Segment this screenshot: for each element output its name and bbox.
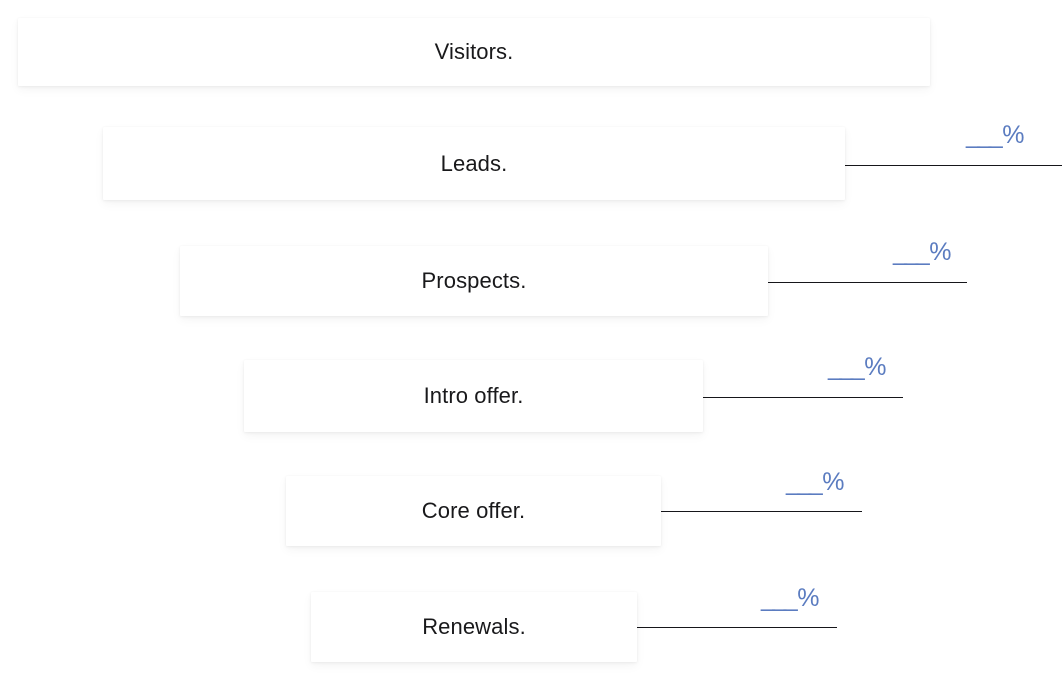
stage-box[interactable]: Prospects. [180,246,768,316]
percent-sign: % [1002,121,1025,149]
stage-box[interactable]: Leads. [103,127,845,200]
stage-leader-line [637,627,837,628]
percent-blank-underscore: ___ [893,238,930,266]
percent-blank-underscore: ___ [828,353,865,381]
stage-box[interactable]: Renewals. [311,592,637,662]
stage-leader-line [703,397,903,398]
percent-sign: % [797,584,820,612]
stage-label: Leads. [440,150,508,176]
percent-sign: % [822,468,845,496]
percent-sign: % [864,353,887,381]
conversion-percent-blank[interactable]: ___% [828,355,886,380]
percent-blank-underscore: ___ [966,121,1003,149]
percent-blank-underscore: ___ [786,468,823,496]
stage-box[interactable]: Core offer. [286,476,661,546]
stage-label: Core offer. [421,498,526,523]
stage-leader-line [845,165,1062,166]
stage-box[interactable]: Visitors. [18,18,930,86]
stage-label: Visitors. [434,39,514,64]
percent-blank-underscore: ___ [761,584,798,612]
stage-leader-line [661,511,862,512]
conversion-percent-blank[interactable]: ___% [786,470,844,495]
stage-leader-line [768,282,967,283]
stage-label: Intro offer. [423,383,524,408]
percent-sign: % [929,238,952,266]
stage-label: Prospects. [421,268,527,293]
stage-box[interactable]: Intro offer. [244,360,703,432]
conversion-percent-blank[interactable]: ___% [893,240,951,265]
conversion-percent-blank[interactable]: ___% [966,123,1024,148]
stage-label: Renewals. [422,614,526,639]
conversion-percent-blank[interactable]: ___% [761,586,819,611]
